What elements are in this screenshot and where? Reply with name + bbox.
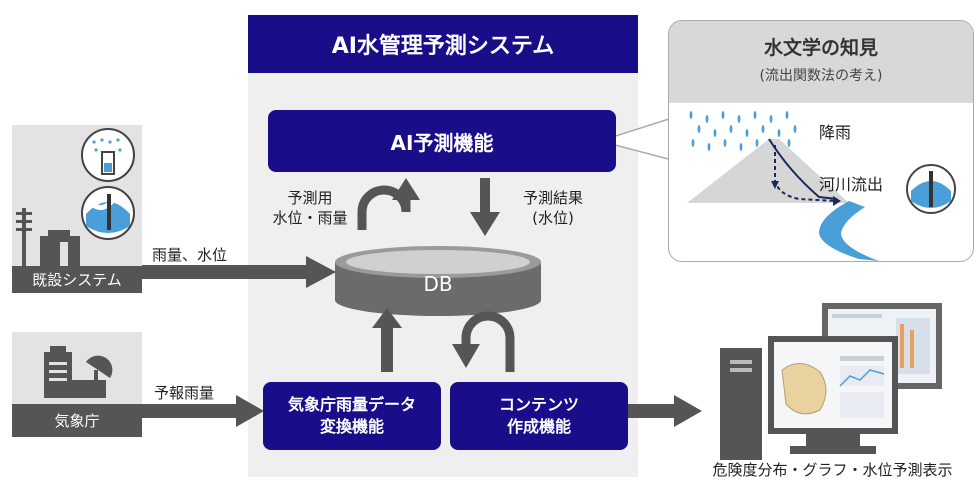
rain-text: 降雨 xyxy=(819,123,852,142)
db-label: DB xyxy=(423,272,453,296)
water-level-icon xyxy=(81,186,135,240)
hydrology-header xyxy=(669,21,973,103)
result-arrow-shaft xyxy=(480,178,490,214)
contents-creation-line2: 作成機能 xyxy=(506,417,571,436)
jma-to-conv-shaft xyxy=(142,404,240,418)
input-label: 予測用 水位・雨量 xyxy=(260,188,360,228)
system-title: AI水管理予測システム xyxy=(248,15,638,73)
jma-label: 気象庁 xyxy=(12,404,142,437)
existing-to-db-head xyxy=(306,256,336,288)
contents-uturn-arrow xyxy=(461,311,515,372)
input-uturn-head xyxy=(392,178,420,200)
surface-flow-path xyxy=(768,138,838,200)
front-monitor-icon xyxy=(768,336,898,454)
rain-conversion-box: 気象庁雨量データ 変換機能 xyxy=(263,382,441,450)
conv-up-arrow-head xyxy=(372,308,402,328)
input-uturn-arrow xyxy=(357,185,411,230)
river-shape xyxy=(819,201,879,261)
ai-prediction-box: AI予測機能 xyxy=(268,110,616,172)
hydrology-subtitle: (流出関数法の考え) xyxy=(759,68,883,84)
river-flow-text: 河川流出 xyxy=(819,175,884,194)
contents-to-monitor-shaft xyxy=(628,404,678,418)
desktop-pc-icon xyxy=(720,348,762,460)
forecast-rain-label: 予報雨量 xyxy=(154,384,215,402)
existing-to-db-shaft xyxy=(142,265,310,279)
hydrology-illustration xyxy=(687,111,956,261)
contents-creation-box: コンテンツ 作成機能 xyxy=(450,382,628,450)
antenna-building-icon xyxy=(16,208,80,266)
rain-level-label: 雨量、水位 xyxy=(152,246,228,264)
db-cylinder xyxy=(335,246,541,316)
rain-conversion-line1: 気象庁雨量データ xyxy=(287,395,416,414)
hydrology-panel: 水文学の知見 (流出関数法の考え) 降雨 河川流出 xyxy=(668,20,974,262)
contents-to-monitor-head xyxy=(674,395,702,427)
result-label-line2: (水位) xyxy=(532,209,574,227)
input-label-line1: 予測用 xyxy=(287,189,333,207)
rain-conversion-line2: 変換機能 xyxy=(319,417,384,436)
contents-uturn-head xyxy=(452,344,480,368)
result-arrow-head xyxy=(470,212,500,236)
output-label: 危険度分布・グラフ・水位予測表示 xyxy=(712,461,953,479)
gauge-circle-icon xyxy=(906,164,956,214)
satellite-dish-icon xyxy=(86,355,113,382)
hydrology-title: 水文学の知見 xyxy=(763,37,878,59)
rain-gauge-icon xyxy=(81,128,135,182)
ai-prediction-label: AI予測機能 xyxy=(390,130,494,155)
result-label-line1: 予測結果 xyxy=(522,189,583,207)
input-label-line2: 水位・雨量 xyxy=(272,209,348,227)
result-label: 予測結果 (水位) xyxy=(503,188,603,228)
conv-up-arrow-shaft xyxy=(381,326,393,372)
contents-creation-line1: コンテンツ xyxy=(498,395,579,414)
jma-building-icon xyxy=(44,346,106,398)
existing-system-label: 既設システム xyxy=(12,266,142,293)
jma-to-conv-head xyxy=(236,395,264,427)
